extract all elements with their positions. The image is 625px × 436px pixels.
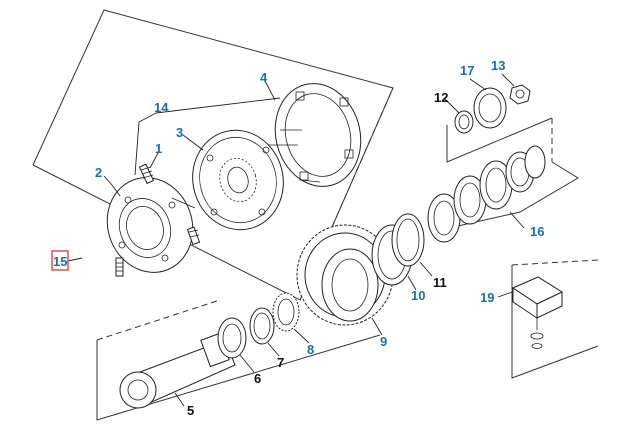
part-19-frame bbox=[511, 259, 599, 379]
label-part-8: 8 bbox=[307, 342, 314, 357]
part-14-pin-side bbox=[115, 257, 124, 277]
leader-lines bbox=[67, 73, 525, 407]
part-16-bearing-stack bbox=[427, 145, 546, 243]
part-6-ring bbox=[217, 317, 247, 359]
bearing-group-frame bbox=[439, 117, 579, 231]
label-part-1: 1 bbox=[155, 141, 162, 156]
part-5-shaft bbox=[119, 332, 236, 409]
part-19-sensor bbox=[511, 276, 564, 349]
highlight-box-part-15 bbox=[51, 250, 69, 271]
label-part-7: 7 bbox=[277, 355, 284, 370]
label-part-17: 17 bbox=[460, 63, 474, 78]
part-17-seal bbox=[473, 87, 507, 129]
label-part-2: 2 bbox=[95, 165, 102, 180]
part-1-pin bbox=[138, 163, 155, 185]
label-part-13: 13 bbox=[491, 58, 505, 73]
part-13-nut bbox=[509, 84, 531, 105]
label-part-12: 12 bbox=[434, 90, 448, 105]
part-12-ring bbox=[454, 110, 474, 134]
part-7-ring bbox=[249, 307, 275, 345]
label-part-14: 14 bbox=[154, 100, 169, 115]
part-8-snap-ring bbox=[272, 292, 300, 332]
part-11-washer bbox=[391, 213, 425, 267]
label-part-6: 6 bbox=[254, 371, 261, 386]
label-part-10: 10 bbox=[411, 288, 425, 303]
label-part-3: 3 bbox=[176, 125, 183, 140]
part-14-pin-lower bbox=[186, 226, 201, 246]
label-part-5: 5 bbox=[187, 403, 194, 418]
label-part-9: 9 bbox=[380, 334, 387, 349]
label-part-11: 11 bbox=[433, 275, 447, 290]
shaft-group-frame bbox=[96, 299, 381, 421]
part-3-carrier-disc bbox=[192, 129, 284, 231]
part-labels: 1 2 3 4 5 6 7 8 9 10 11 12 13 14 15 16 1… bbox=[51, 58, 544, 418]
label-part-19: 19 bbox=[480, 290, 494, 305]
part-4-ring-housing bbox=[268, 83, 362, 187]
label-part-4: 4 bbox=[260, 70, 268, 85]
label-part-16: 16 bbox=[530, 224, 544, 239]
assembly-frame-15 bbox=[32, 9, 394, 301]
label-part-15: 15 bbox=[53, 254, 67, 269]
part-2-carrier-flange bbox=[106, 177, 196, 273]
part-9-large-gear bbox=[296, 224, 394, 326]
